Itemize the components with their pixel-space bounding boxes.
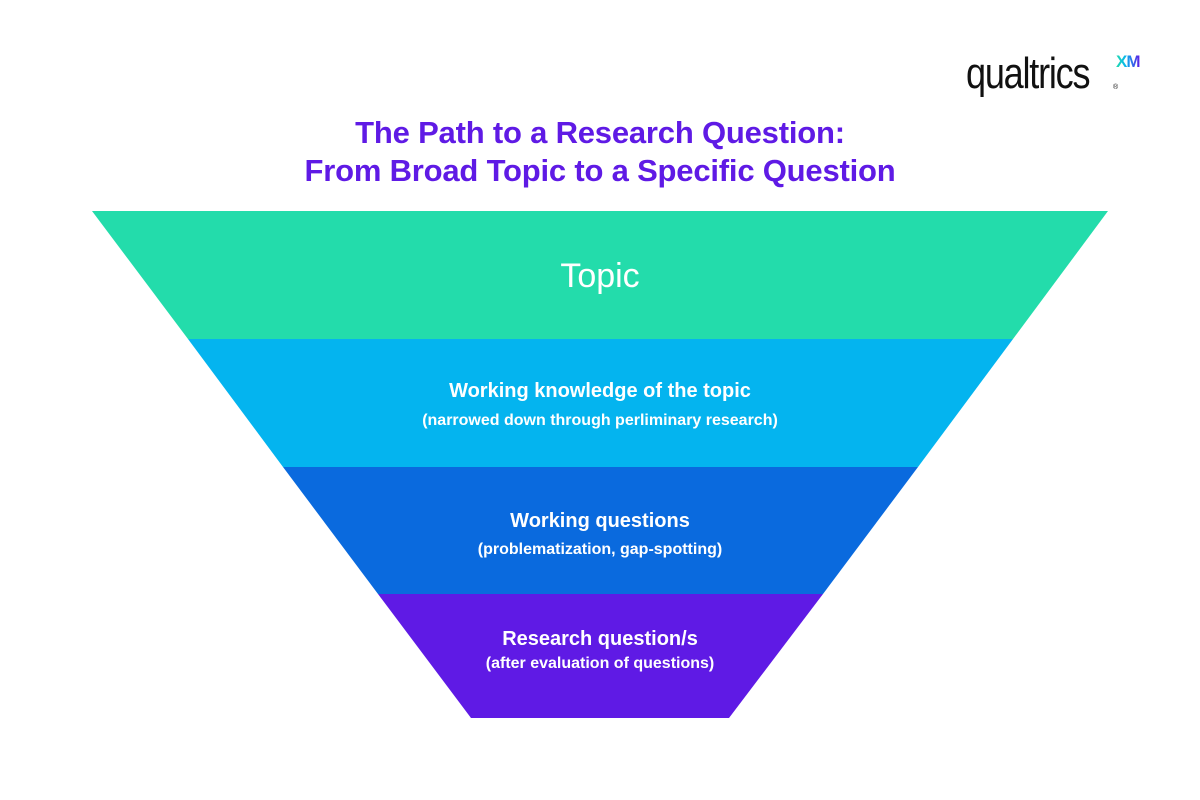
logo-wordmark: qualtrics [966, 49, 1091, 98]
funnel-band-research-questions [378, 594, 823, 718]
page-title: The Path to a Research Question: From Br… [0, 114, 1200, 190]
band-label-research-questions: Research question/s [502, 628, 698, 650]
funnel-band-working-knowledge [188, 339, 1013, 467]
logo-registered-mark: ® [1113, 84, 1119, 91]
logo-xm-superscript: XM [1116, 52, 1140, 71]
title-line-1: The Path to a Research Question: [355, 115, 845, 150]
funnel-band-working-questions [283, 467, 918, 594]
band-label-working-questions: Working questions [510, 510, 690, 532]
funnel-band-topic [92, 211, 1108, 339]
band-label-working-knowledge: Working knowledge of the topic [449, 380, 751, 402]
band-label-topic: Topic [560, 257, 640, 295]
band-sublabel-working-knowledge: (narrowed down through perliminary resea… [422, 412, 778, 429]
band-sublabel-working-questions: (problematization, gap-spotting) [477, 541, 723, 558]
band-sublabel-research-questions: (after evaluation of questions) [485, 655, 715, 672]
title-line-2: From Broad Topic to a Specific Question [304, 153, 896, 188]
